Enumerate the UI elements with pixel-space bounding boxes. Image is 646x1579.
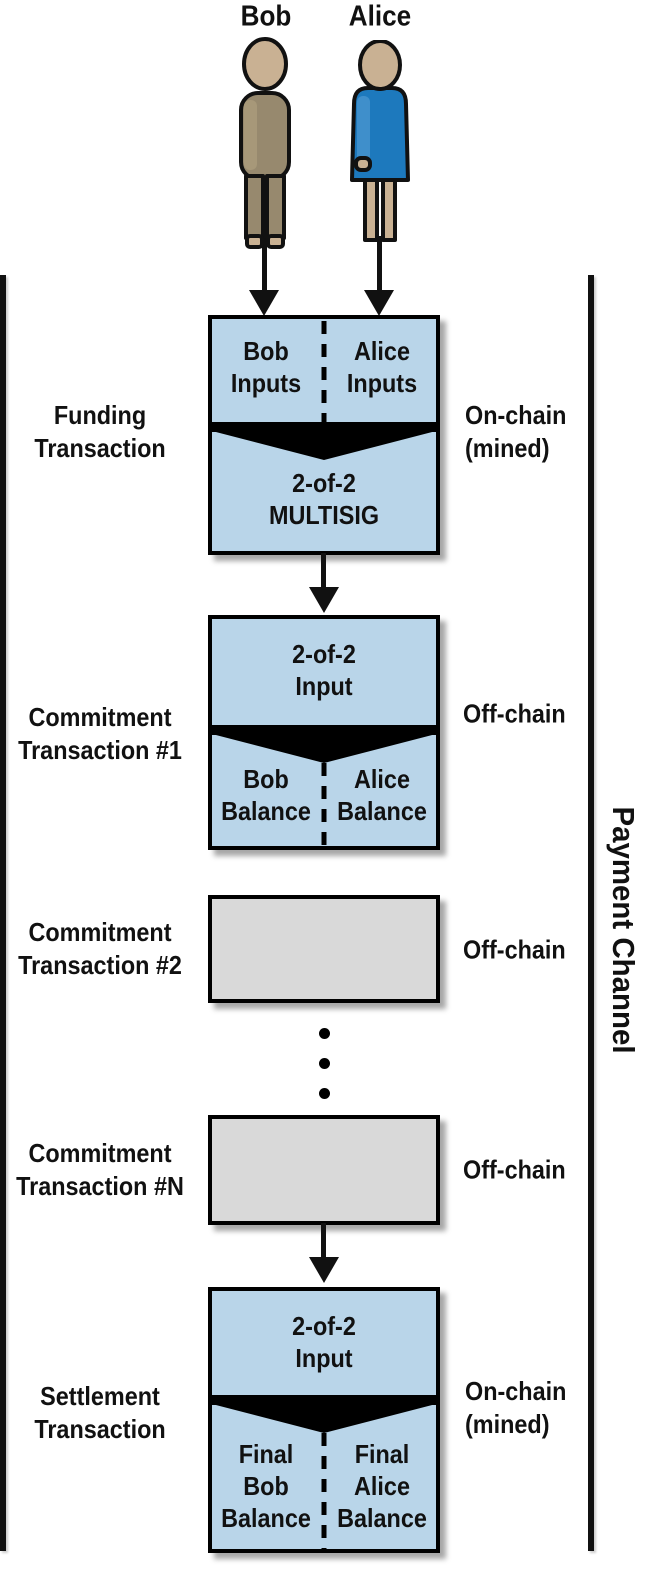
funding-alice-inputs-cell: Alice Inputs xyxy=(347,335,417,399)
funding-dashed-divider xyxy=(321,321,327,422)
funding-funnel-icon xyxy=(212,422,436,460)
label-line: Commitment xyxy=(28,1138,172,1168)
alice-to-funding-arrow-stem xyxy=(377,236,382,292)
label-line: Commitment xyxy=(28,702,172,732)
label-line: Settlement xyxy=(40,1381,160,1411)
label-line: Transaction xyxy=(34,1414,166,1444)
commitmentN-to-settlement-arrow-stem xyxy=(321,1223,326,1259)
cell-line: 2-of-2 xyxy=(292,468,356,498)
settlement-left-label: Settlement Transaction xyxy=(34,1380,165,1446)
cell-line: 2-of-2 xyxy=(292,1311,356,1341)
commitment1-funnel-icon xyxy=(212,725,436,763)
commitment1-bob-balance-cell: Bob Balance xyxy=(221,763,311,827)
settlement-dashed-divider xyxy=(321,1433,327,1549)
commitment1-dashed-divider xyxy=(321,763,327,846)
label-line: Transaction #1 xyxy=(18,735,182,765)
bob-person-icon xyxy=(239,37,291,249)
funding-right-label: On-chain (mined) xyxy=(465,399,566,465)
funding-multisig-cell: 2-of-2 MULTISIG xyxy=(269,467,379,531)
cell-line: Balance xyxy=(337,1503,427,1533)
funding-to-commitment1-arrow-head xyxy=(309,587,339,613)
settlement-transaction-box: 2-of-2 Input Final Bob Balance Final Ali… xyxy=(208,1287,440,1553)
settlement-final-alice-balance-cell: Final Alice Balance xyxy=(337,1438,427,1534)
cell-line: Alice xyxy=(354,1471,410,1501)
commitment1-input-cell: 2-of-2 Input xyxy=(292,638,356,702)
ellipsis-dot xyxy=(319,1058,330,1069)
cell-line: Alice xyxy=(354,336,410,366)
label-line: On-chain xyxy=(465,1376,567,1406)
cell-line: Bob xyxy=(243,764,289,794)
commitment1-right-label: Off-chain xyxy=(463,698,566,731)
cell-line: MULTISIG xyxy=(268,500,380,530)
alice-to-funding-arrow-head xyxy=(364,290,394,316)
commitmentN-right-label: Off-chain xyxy=(463,1154,566,1187)
settlement-final-bob-balance-cell: Final Bob Balance xyxy=(221,1438,311,1534)
cell-line: Input xyxy=(295,1343,353,1373)
bob-to-funding-arrow-head xyxy=(249,290,279,316)
commitmentN-to-settlement-arrow-head xyxy=(309,1257,339,1283)
cell-line: Inputs xyxy=(346,368,418,398)
label-line: Off-chain xyxy=(463,1154,566,1185)
commitment1-left-label: Commitment Transaction #1 xyxy=(18,701,182,767)
cell-line: Balance xyxy=(221,1503,311,1533)
funding-left-label: Funding Transaction xyxy=(34,399,165,465)
label-line: (mined) xyxy=(465,1409,550,1439)
alice-label: Alice xyxy=(348,0,412,33)
settlement-input-cell: 2-of-2 Input xyxy=(292,1310,356,1374)
bob-to-funding-arrow-stem xyxy=(262,236,267,292)
bob-label: Bob xyxy=(240,0,292,33)
commitment2-transaction-box xyxy=(208,895,440,1003)
ellipsis-dot xyxy=(319,1028,330,1039)
commitment1-transaction-box: 2-of-2 Input Bob Balance Alice Balance xyxy=(208,615,440,850)
label-line: Off-chain xyxy=(463,934,566,965)
settlement-funnel-icon xyxy=(212,1395,436,1433)
alice-person-icon xyxy=(350,40,410,242)
cell-line: Final xyxy=(238,1439,294,1469)
funding-to-commitment1-arrow-stem xyxy=(321,553,326,589)
label-line: Transaction #2 xyxy=(18,950,182,980)
ellipsis-dot xyxy=(319,1088,330,1099)
label-line: On-chain xyxy=(465,400,567,430)
label-line: Transaction xyxy=(34,433,166,463)
payment-channel-label: Payment Channel xyxy=(606,806,641,1054)
label-line: Funding xyxy=(53,400,147,430)
commitmentN-transaction-box xyxy=(208,1115,440,1225)
commitmentN-left-label: Commitment Transaction #N xyxy=(16,1137,184,1203)
commitment1-alice-balance-cell: Alice Balance xyxy=(337,763,427,827)
label-line: Off-chain xyxy=(463,698,566,729)
label-line: Commitment xyxy=(28,917,172,947)
cell-line: Bob xyxy=(243,1471,289,1501)
cell-line: Input xyxy=(295,671,353,701)
cell-line: Alice xyxy=(354,764,410,794)
label-line: Transaction #N xyxy=(16,1171,184,1201)
commitment2-right-label: Off-chain xyxy=(463,934,566,967)
cell-line: 2-of-2 xyxy=(292,639,356,669)
cell-line: Bob xyxy=(243,336,289,366)
channel-right-bar xyxy=(588,275,594,1551)
label-line: (mined) xyxy=(465,433,550,463)
channel-left-bar xyxy=(0,275,6,1551)
commitment2-left-label: Commitment Transaction #2 xyxy=(18,916,182,982)
settlement-right-label: On-chain (mined) xyxy=(465,1375,566,1441)
cell-line: Inputs xyxy=(230,368,302,398)
cell-line: Final xyxy=(354,1439,410,1469)
funding-transaction-box: Bob Inputs Alice Inputs 2-of-2 MULTISIG xyxy=(208,315,440,555)
cell-line: Balance xyxy=(221,796,311,826)
funding-bob-inputs-cell: Bob Inputs xyxy=(231,335,301,399)
cell-line: Balance xyxy=(337,796,427,826)
